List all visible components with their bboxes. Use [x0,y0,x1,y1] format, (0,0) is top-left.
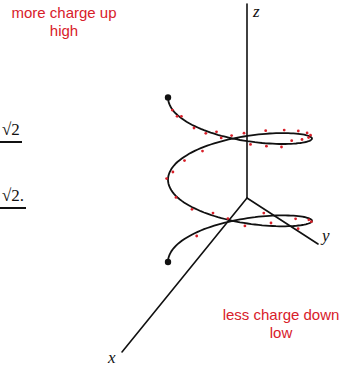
charge-note: less charge down low [222,306,340,342]
charge-dot [193,127,196,130]
helix-curve [168,97,312,262]
charge-dot [265,145,268,148]
charge-dot [165,177,168,180]
y-axis [247,198,318,244]
charge-dot [280,146,283,149]
charge-dot [249,143,252,146]
charge-dot [180,115,183,118]
charge-note: more charge up high [6,4,122,40]
charge-dot [204,132,207,135]
charge-dot [297,130,300,133]
charge-dot [201,150,204,153]
charge-dot [195,235,198,238]
helix-endpoint [165,94,171,100]
charge-dot [264,129,267,132]
charge-dot [290,139,293,142]
charge-dot [301,138,304,141]
charge-dot [307,136,310,139]
charge-dot [171,109,174,112]
helix-endpoint [165,259,171,265]
charge-dot [191,208,194,211]
charge-dot [270,222,273,225]
charge-dot [244,225,247,228]
charge-dot [283,129,286,132]
charge-dot [307,218,310,221]
charge-dot [230,134,233,137]
charge-dot [176,115,179,118]
charge-dot [220,137,223,140]
equation-fragment: √2. [0,186,26,209]
charge-dot [183,159,186,162]
equation-fragment: √2 [0,120,22,143]
axis-label: z [253,2,260,22]
charge-dot [306,132,309,135]
charge-dot [215,130,218,133]
z-axis [246,4,248,198]
charge-dot [212,212,215,215]
charge-dot [309,134,312,137]
charge-dot [243,132,246,135]
axis-label: x [108,348,116,368]
charge-dot [294,217,297,220]
axis-label: y [322,226,330,246]
charge-dot [227,217,230,220]
charge-dot [262,212,265,215]
charge-dot [297,227,300,230]
charge-dot [310,220,313,223]
charge-dot [175,196,178,199]
charge-dot [172,171,175,174]
